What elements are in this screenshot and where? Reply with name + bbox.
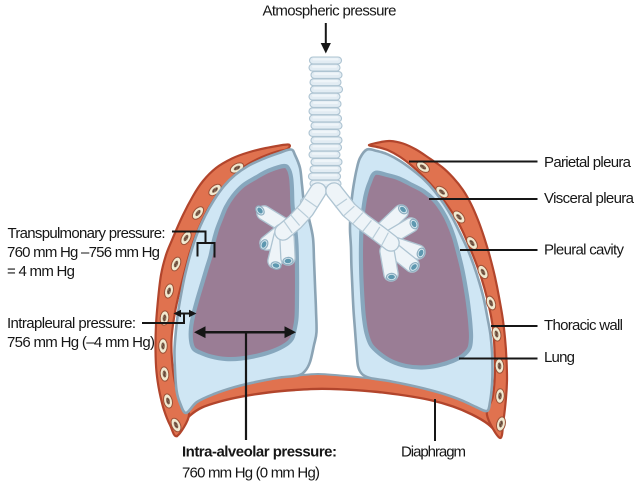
svg-text:Thoracic wall: Thoracic wall	[544, 317, 623, 334]
svg-text:Diaphragm: Diaphragm	[401, 444, 466, 461]
svg-text:Intra-alveolar pressure:: Intra-alveolar pressure:	[182, 444, 337, 461]
svg-text:760 mm Hg (0 mm Hg): 760 mm Hg (0 mm Hg)	[182, 465, 320, 482]
svg-text:Atmospheric pressure: Atmospheric pressure	[263, 3, 397, 20]
svg-text:Transpulmonary pressure:: Transpulmonary pressure:	[8, 225, 166, 242]
svg-text:756 mm Hg (–4 mm Hg): 756 mm Hg (–4 mm Hg)	[7, 334, 155, 351]
svg-text:Parietal pleura: Parietal pleura	[544, 154, 632, 171]
svg-text:Pleural cavity: Pleural cavity	[544, 242, 625, 259]
svg-text:Intrapleural pressure:: Intrapleural pressure:	[7, 315, 136, 332]
svg-text:Lung: Lung	[544, 349, 575, 366]
svg-text:= 4 mm Hg: = 4 mm Hg	[7, 263, 75, 280]
svg-text:760 mm Hg –756 mm Hg: 760 mm Hg –756 mm Hg	[7, 244, 160, 261]
svg-text:Visceral pleura: Visceral pleura	[544, 190, 635, 207]
